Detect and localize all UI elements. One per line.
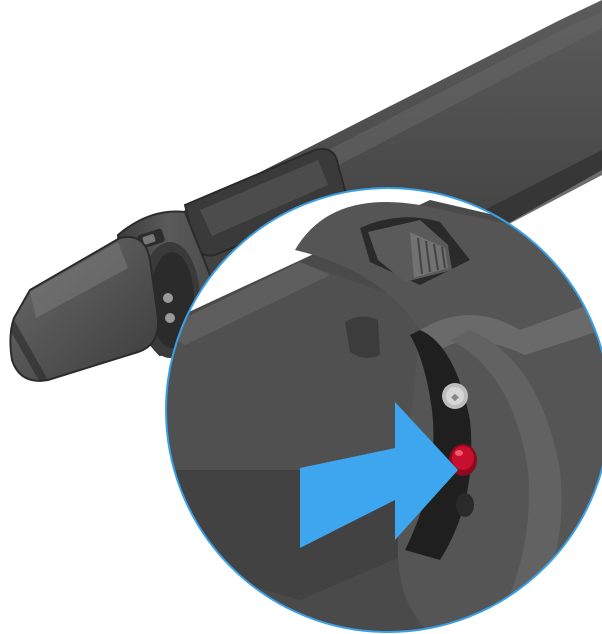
svg-text:◆: ◆ [451, 392, 459, 403]
detail-button: ◆ [442, 383, 468, 409]
